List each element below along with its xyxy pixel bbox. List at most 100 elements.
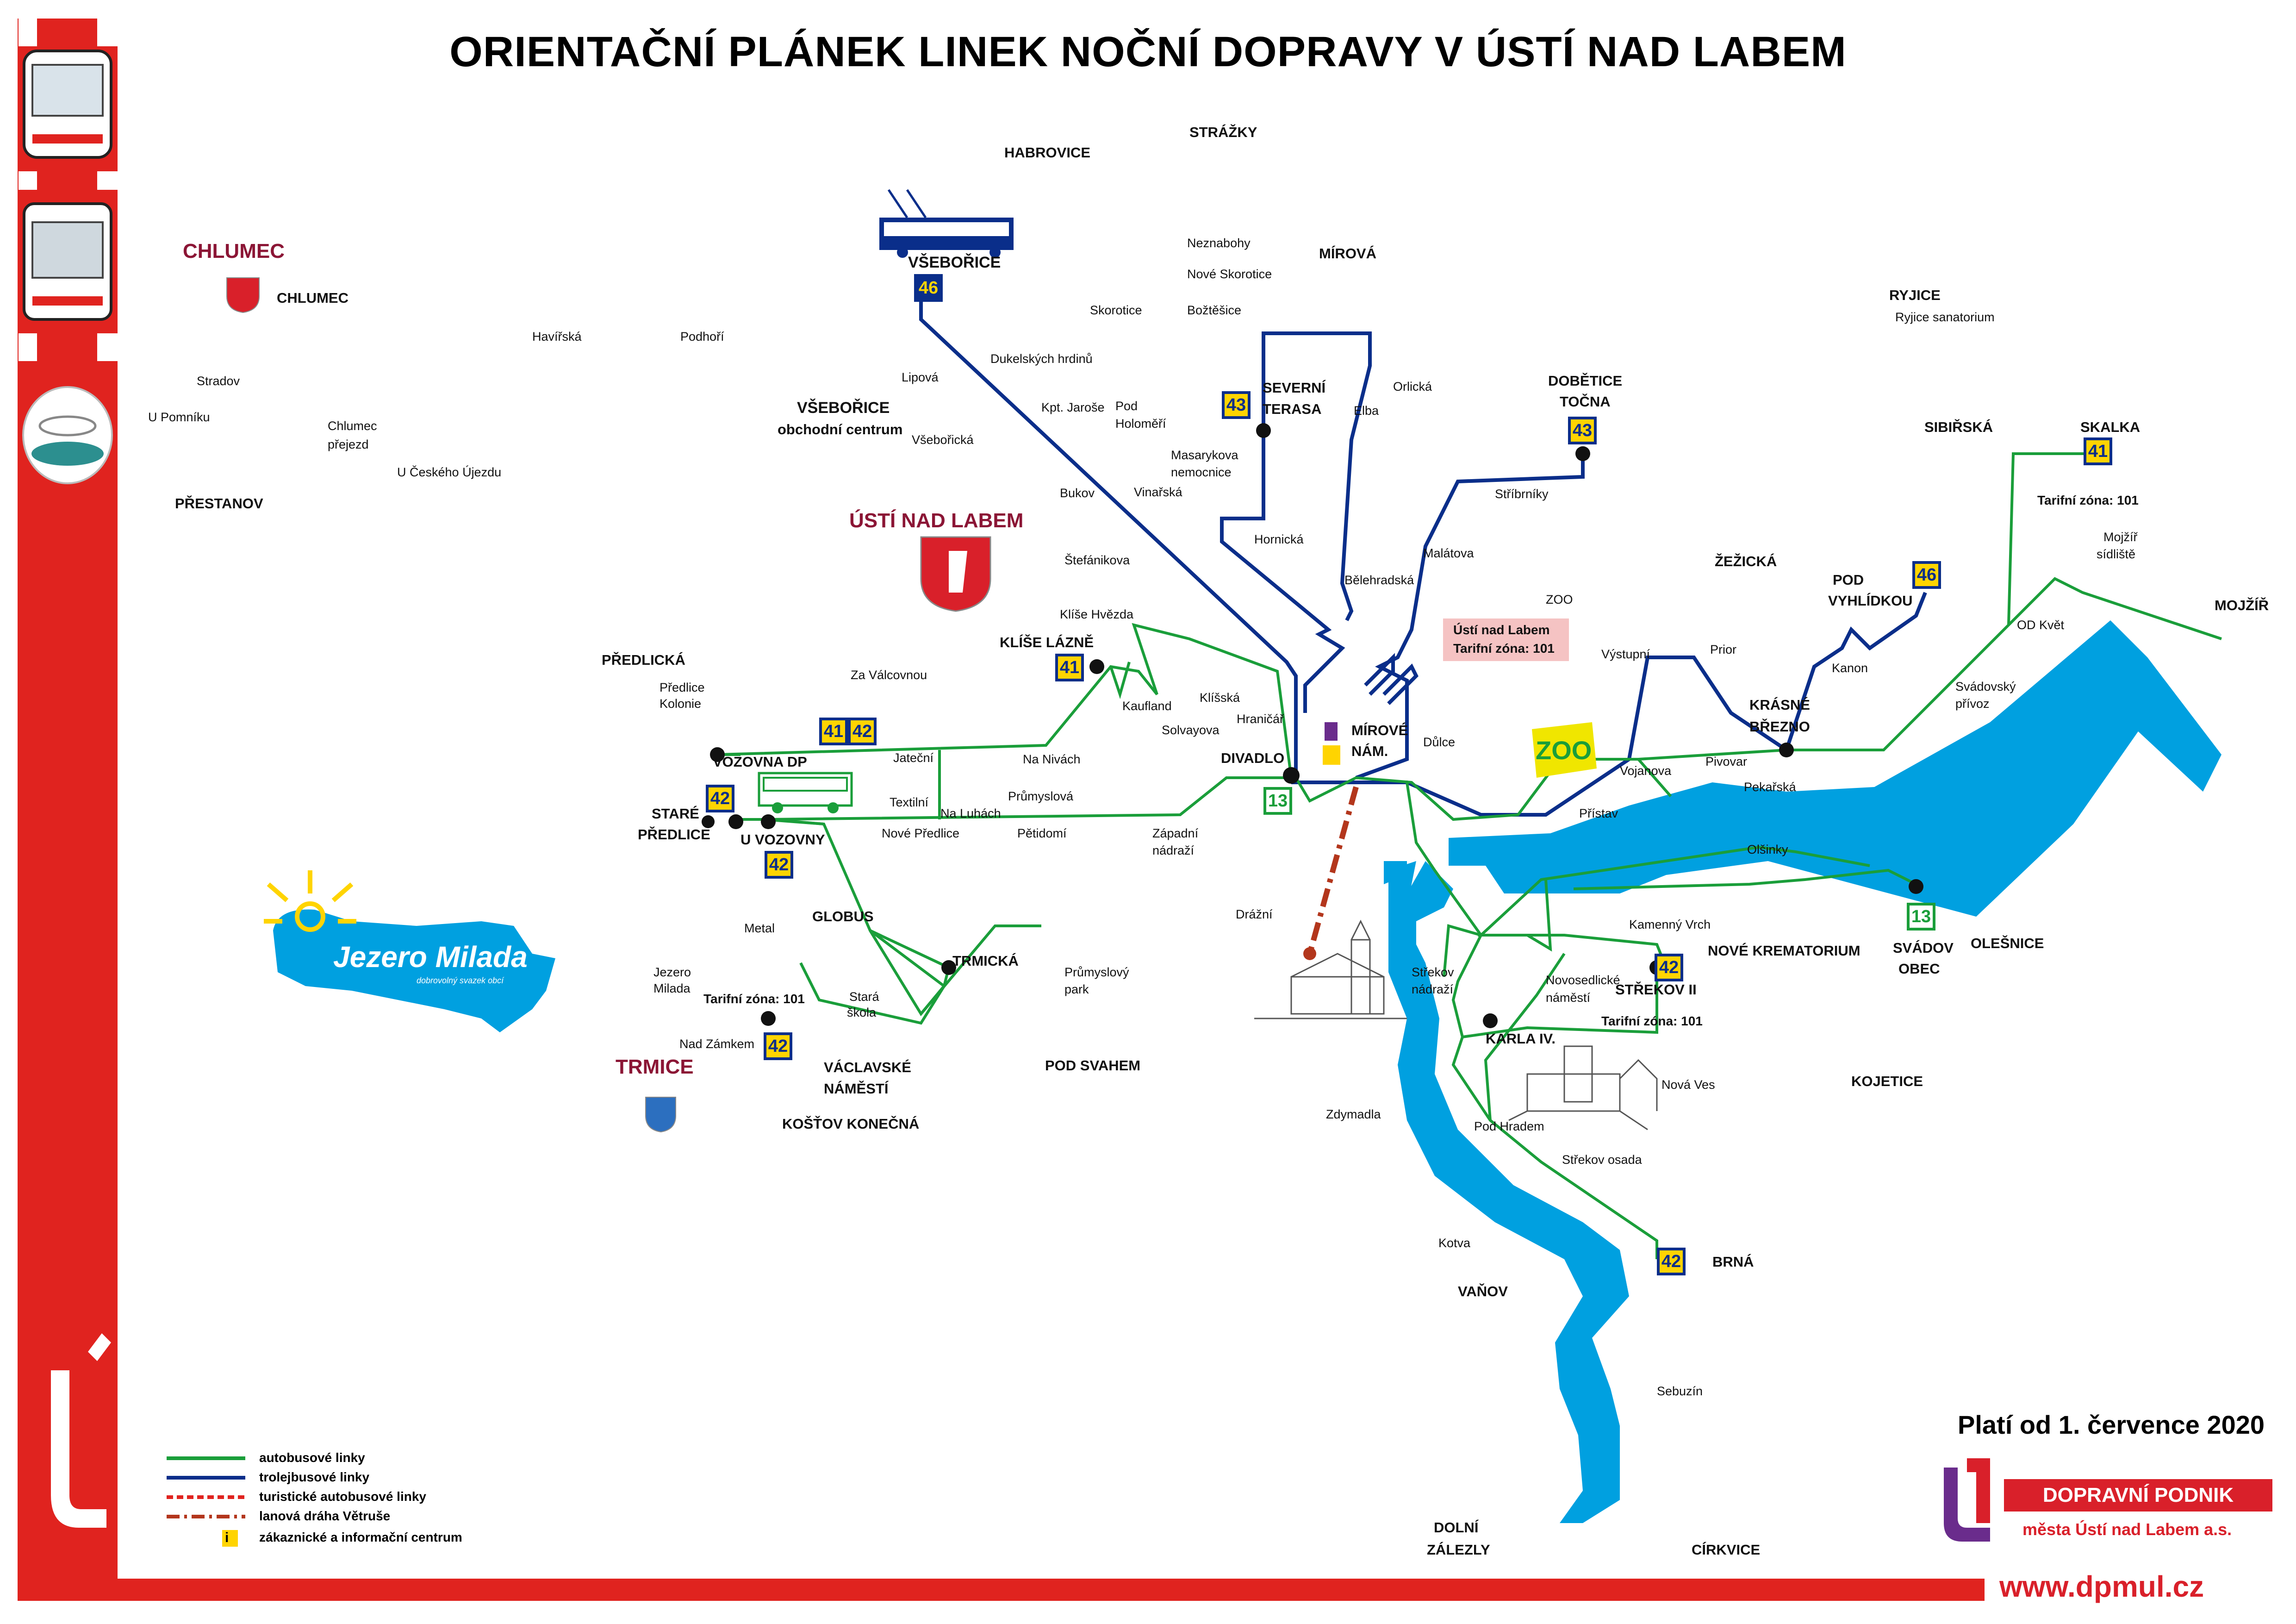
stop-predlice-kolonie-sub: Kolonie [660, 697, 702, 711]
stop-kanon: Kanon [1832, 661, 1868, 675]
line-badge-46-pod-vyhlidkou[interactable]: 46 [1912, 561, 1941, 589]
line-badge-43-severni[interactable]: 43 [1222, 391, 1251, 419]
stop-vinarska: Vinařská [1134, 485, 1182, 499]
line-badge-42-u-vozovny[interactable]: 42 [765, 851, 793, 879]
legend-info: zákaznické a informační centrum [259, 1530, 462, 1544]
stop-novosedlicke-namesti: Novosedlické [1546, 973, 1620, 987]
line-badge-46-vseborice[interactable]: 46 [914, 274, 943, 302]
stop-skorotice: Skorotice [1090, 303, 1142, 317]
stop-drazni: Drážní [1236, 907, 1273, 921]
terminal-terasa: TERASA [1263, 401, 1322, 417]
line-badge-42-stare-predlice[interactable]: 42 [706, 785, 734, 812]
stop-vystupni: Výstupní [1601, 647, 1650, 661]
stop-malatova: Malátova [1423, 546, 1474, 560]
stop-strekov-nadrazi-sub: nádraží [1412, 982, 1454, 996]
stop-stradov: Stradov [197, 374, 240, 388]
line-badge-41-klise[interactable]: 41 [1055, 654, 1084, 681]
coat-of-arms-chlumec [226, 277, 260, 313]
lake-milada [273, 909, 555, 1032]
stop-novosedlicke-namesti-sub: náměstí [1546, 991, 1591, 1005]
stop-pristav: Přístav [1579, 806, 1618, 820]
stop-na-nivach: Na Nivách [1023, 752, 1081, 766]
stop-metal: Metal [744, 921, 775, 935]
terminal-stare: STARÉ [652, 806, 699, 822]
stop-na-luhach: Na Luhách [940, 806, 1001, 820]
stop-vojanova: Vojanova [1620, 764, 1672, 778]
terminal-karla: KARLA IV. [1486, 1031, 1556, 1047]
stop-podhori: Podhoří [680, 330, 724, 344]
line-badge-13-divadlo[interactable]: 13 [1263, 787, 1292, 815]
line-badge-42-brna[interactable]: 42 [1657, 1248, 1686, 1275]
bus-lines [717, 452, 2222, 1259]
stop-neznabohy: Neznabohy [1187, 236, 1251, 250]
stop-u-ceskeho-ujezdu: U Českého Újezdu [397, 465, 502, 479]
svg-text:ZOO: ZOO [1536, 736, 1592, 765]
dp-logo-strip [51, 1333, 111, 1528]
website-link[interactable]: www.dpmul.cz [1999, 1570, 2204, 1603]
stop-pod-holomeri-sub: Holoměří [1115, 417, 1166, 431]
terminal-nam: NÁM. [1351, 743, 1388, 759]
lake-milada-name: Jezero Milada [333, 940, 528, 974]
terminal-pod: POD [1833, 572, 1864, 588]
stop-ryjice-sanatorium: Ryjice sanatorium [1895, 310, 1995, 324]
district-zalezly: ZÁLEZLY [1427, 1542, 1490, 1558]
stop-zdymadla: Zdymadla [1326, 1107, 1381, 1121]
stop-sebuzin: Sebuzín [1657, 1384, 1703, 1398]
district-mojzir: MOJŽÍŘ [2215, 597, 2269, 613]
legend-info-icon: i [225, 1530, 229, 1545]
stop-svadovsky-privoz-sub: přívoz [1955, 697, 1990, 711]
tariff-zone-trmice: Tarifní zóna: 101 [703, 992, 805, 1006]
stop-za-valcovnou: Za Válcovnou [851, 668, 927, 682]
line-badge-42-vozovna[interactable]: 42 [848, 718, 877, 745]
line-badge-41-skalka[interactable]: 41 [2084, 437, 2112, 465]
legend-tourist: turistické autobusové linky [259, 1489, 426, 1504]
terminal-stops [702, 423, 1923, 1028]
district-chlumec: CHLUMEC [277, 290, 348, 306]
district-namesti: NÁMĚSTÍ [824, 1081, 889, 1097]
district-olesnice: OLEŠNICE [1971, 935, 2044, 951]
trolleybus-pictogram [23, 202, 112, 321]
terminal-brezno: BŘEZNO [1749, 718, 1810, 735]
stop-masarykova: Masarykova [1171, 448, 1238, 462]
stop-masarykova-sub: nemocnice [1171, 465, 1232, 479]
terminal-vseborice-oc-sub: obchodní centrum [778, 421, 903, 437]
stop-textilni: Textilní [890, 795, 929, 809]
terminal-divadlo: DIVADLO [1221, 750, 1285, 766]
stop-predlice-kolonie: Předlice [660, 681, 705, 694]
stop-pivovar: Pivovar [1705, 755, 1748, 768]
stop-zapadni-nadrazi: Západní [1152, 826, 1199, 840]
terminal-u-vozovny: U VOZOVNY [740, 831, 825, 848]
line-badge-13-svadov[interactable]: 13 [1907, 903, 1935, 931]
stop-pod-holomeri: Pod [1115, 399, 1138, 413]
cable-car-line [1307, 786, 1359, 955]
line-badge-43-dobetice[interactable]: 43 [1568, 417, 1597, 444]
stop-kaufland: Kaufland [1122, 699, 1172, 713]
tariff-box [1443, 618, 1569, 661]
river-labe [1449, 620, 2221, 917]
stop-kamenny-vrch: Kamenný Vrch [1629, 918, 1711, 931]
stop-nove-predlice: Nové Předlice [882, 826, 960, 840]
stop-bukov: Bukov [1060, 486, 1095, 500]
tariff-city: Ústí nad Labem [1453, 623, 1550, 637]
district-dolni: DOLNÍ [1434, 1519, 1479, 1536]
line-badge-41-vozovna[interactable]: 41 [819, 718, 848, 745]
stop-svadovsky-privoz: Svádovský [1955, 680, 2016, 693]
legend-trolleybus: trolejbusové linky [259, 1470, 370, 1484]
district-kojetice: KOJETICE [1851, 1073, 1923, 1089]
stop-strekov-nadrazi: Střekov [1412, 965, 1454, 979]
stop-pod-hradem: Pod Hradem [1474, 1119, 1544, 1133]
district-habrovice: HABROVICE [1004, 144, 1091, 161]
terminal-krasne: KRÁSNÉ [1749, 697, 1810, 713]
terminal-svadov: SVÁDOV [1893, 940, 1954, 956]
legend-cable: lanová dráha Větruše [259, 1509, 391, 1523]
line-badge-42-strekov[interactable]: 42 [1655, 954, 1683, 981]
terminal-strekov-ii: STŘEKOV II [1615, 981, 1697, 998]
coat-of-arms-trmice [645, 1097, 676, 1133]
terminal-vozovna: VOZOVNA DP [713, 754, 807, 770]
line-badge-42-trmice[interactable]: 42 [764, 1032, 792, 1060]
district-nove-krematorium: NOVÉ KREMATORIUM [1708, 943, 1860, 959]
stop-nad-zamkem: Nad Zámkem [679, 1037, 755, 1051]
lake-milada-tagline: dobrovolný svazek obcí [417, 976, 504, 985]
stop-od-kvet: OD Květ [2017, 618, 2065, 632]
stop-chlumec-prejezd-sub: přejezd [328, 437, 369, 451]
